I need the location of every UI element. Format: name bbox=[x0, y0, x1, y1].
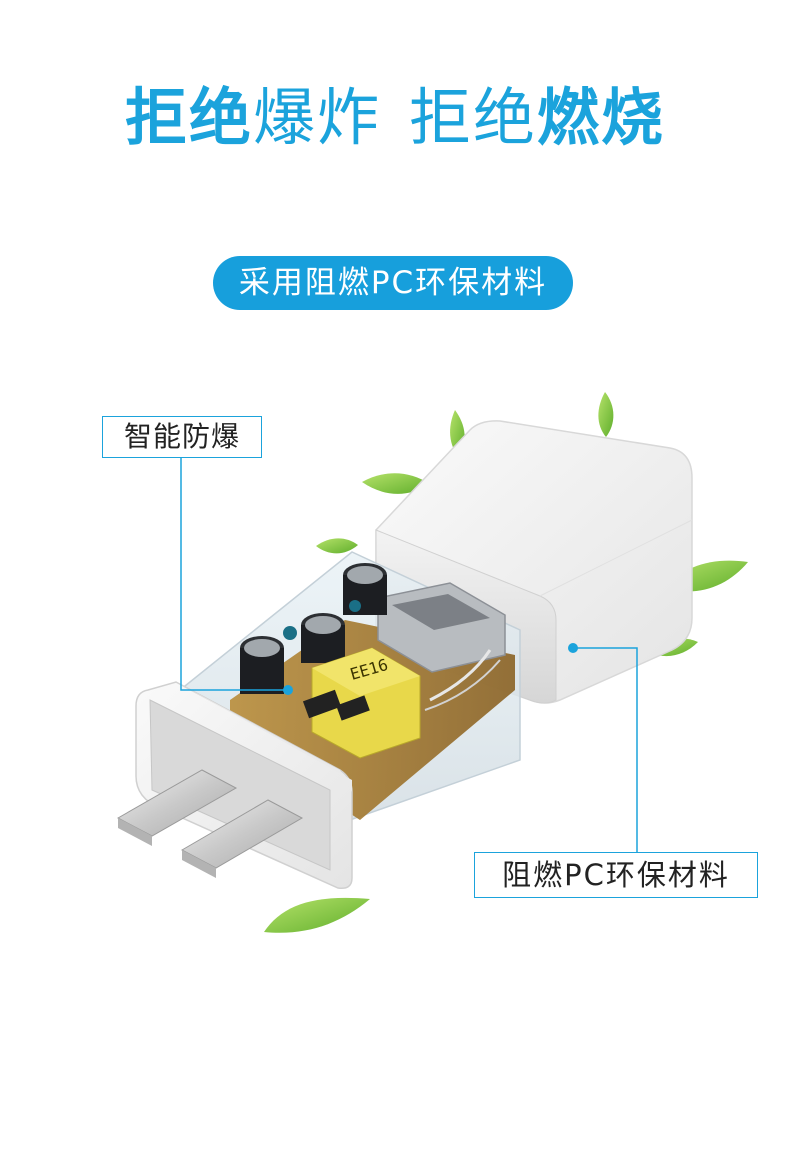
headline-part1-bold: 拒绝 bbox=[124, 81, 253, 154]
leaf-icon bbox=[598, 392, 614, 437]
plug-pin-icon bbox=[180, 799, 304, 869]
leaf-icon bbox=[362, 473, 430, 494]
headline-part2-normal: 拒绝 bbox=[409, 81, 538, 154]
material-pill-banner: 采用阻燃PC环保材料 bbox=[213, 256, 573, 310]
callout-explosion-proof: 智能防爆 bbox=[102, 416, 262, 458]
capacitors bbox=[240, 563, 387, 694]
callout-lines bbox=[180, 456, 638, 852]
headline-part1-normal: 爆炸 bbox=[252, 81, 381, 154]
plug-pin-icon bbox=[116, 769, 238, 837]
callout-flame-retardant-material: 阻燃PC环保材料 bbox=[474, 852, 758, 898]
plug-pins bbox=[116, 769, 304, 878]
leaf-decorations bbox=[264, 392, 748, 933]
leaf-icon bbox=[264, 897, 370, 933]
headline-part2-bold: 燃烧 bbox=[537, 81, 666, 154]
headline: 拒绝爆炸拒绝燃烧 bbox=[0, 78, 790, 158]
leaf-icon bbox=[316, 538, 358, 554]
